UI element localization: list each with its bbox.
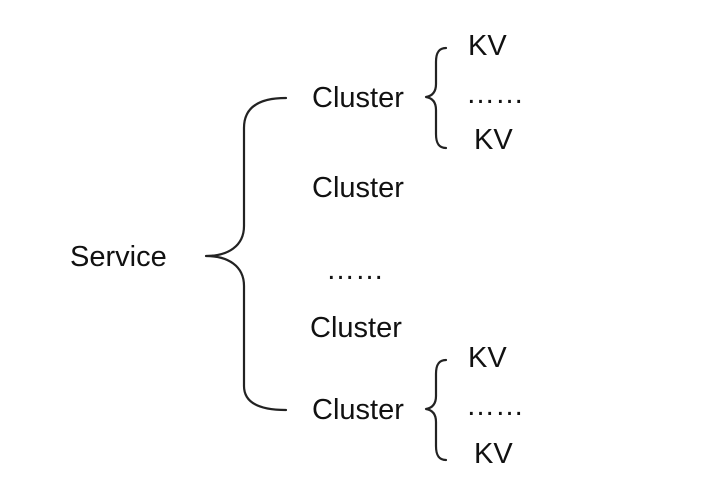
kv-label-bottom-2: KV	[474, 438, 513, 470]
cluster-label-1: Cluster	[312, 82, 404, 114]
cluster-label-3: Cluster	[310, 312, 402, 344]
kv-ellipsis-top: ……	[466, 78, 524, 110]
service-brace	[204, 96, 288, 412]
kv-label-top-2: KV	[474, 124, 513, 156]
service-label: Service	[70, 241, 167, 273]
cluster-ellipsis: ……	[326, 254, 384, 286]
cluster-label-4: Cluster	[312, 394, 404, 426]
cluster-label-2: Cluster	[312, 172, 404, 204]
bottom-cluster-brace	[424, 358, 448, 462]
kv-ellipsis-bottom: ……	[466, 390, 524, 422]
top-cluster-brace	[424, 46, 448, 150]
kv-label-top-1: KV	[468, 30, 507, 62]
kv-label-bottom-1: KV	[468, 342, 507, 374]
